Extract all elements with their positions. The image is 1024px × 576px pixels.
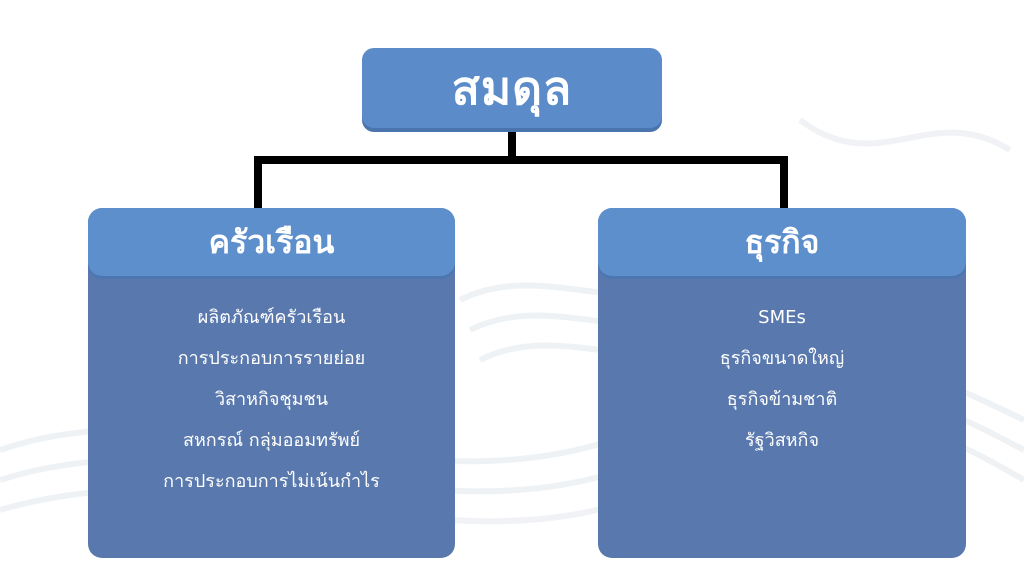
list-item: สหกรณ์ กลุ่มออมทรัพย์	[182, 430, 361, 451]
business-card: ธุรกิจ SMEs ธุรกิจขนาดใหญ่ ธุรกิจข้ามชาต…	[598, 208, 966, 558]
business-card-header: ธุรกิจ	[598, 208, 966, 276]
list-item: ธุรกิจข้ามชาติ	[726, 389, 838, 410]
list-item: ผลิตภัณฑ์ครัวเรือน	[197, 307, 346, 328]
list-item: รัฐวิสหกิจ	[744, 430, 819, 451]
business-title: ธุรกิจ	[744, 222, 820, 261]
household-list: ผลิตภัณฑ์ครัวเรือน การประกอบการรายย่อย ว…	[88, 276, 455, 492]
household-card: ครัวเรือน ผลิตภัณฑ์ครัวเรือน การประกอบกา…	[88, 208, 455, 558]
list-item: การประกอบการรายย่อย	[177, 348, 366, 369]
list-item: ธุรกิจขนาดใหญ่	[719, 348, 845, 369]
list-item: การประกอบการไม่เน้นกำไร	[163, 471, 380, 492]
business-list: SMEs ธุรกิจขนาดใหญ่ ธุรกิจข้ามชาติ รัฐวิ…	[598, 276, 966, 451]
root-node: สมดุล	[362, 48, 662, 128]
household-title: ครัวเรือน	[208, 222, 335, 261]
list-item: วิสาหกิจชุมชน	[214, 389, 329, 410]
root-title: สมดุล	[451, 60, 573, 115]
list-item: SMEs	[758, 307, 806, 328]
household-card-header: ครัวเรือน	[88, 208, 455, 276]
